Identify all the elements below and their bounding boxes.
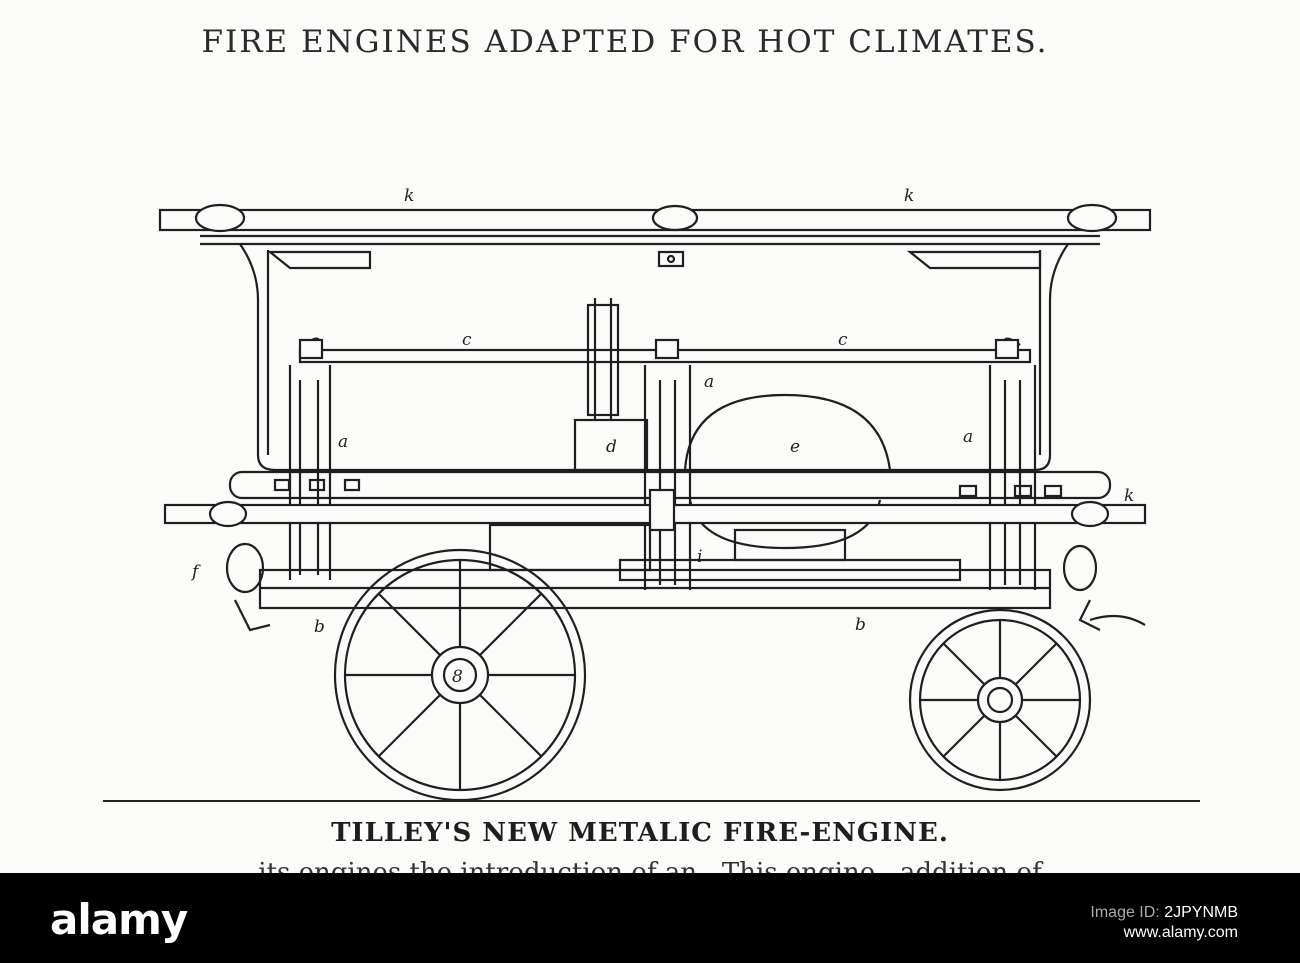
image-id-label: Image ID: <box>1090 904 1160 921</box>
label-k-lower: k <box>1124 486 1134 506</box>
label-k-right: k <box>904 186 914 206</box>
label-a-center: a <box>704 372 714 392</box>
label-b-left: b <box>314 617 325 637</box>
cropped-body-text: its engines the introduction of an . Thi… <box>0 860 1300 873</box>
watermark-banner: alamy Image ID: 2JPYNMB www.alamy.com <box>0 873 1300 963</box>
label-k-left: k <box>404 186 414 206</box>
label-b-right: b <box>855 615 866 635</box>
label-wheel-number: 8 <box>452 667 463 687</box>
brand-logo[interactable]: alamy <box>50 895 188 944</box>
label-c-left: c <box>462 330 472 350</box>
figure-caption: TILLEY'S NEW METALIC FIRE-ENGINE. <box>331 818 949 848</box>
fire-engine-illustration: k k k c c a a a d e f b b i 8 <box>158 186 1152 802</box>
document-page: FIRE ENGINES ADAPTED FOR HOT CLIMATES. <box>0 24 1300 873</box>
label-a-left: a <box>338 432 348 452</box>
label-c-right: c <box>838 330 848 350</box>
image-meta: Image ID: 2JPYNMB www.alamy.com <box>1090 903 1238 943</box>
page-title: FIRE ENGINES ADAPTED FOR HOT CLIMATES. <box>201 24 1049 60</box>
site-url[interactable]: www.alamy.com <box>1123 924 1238 941</box>
label-f: f <box>190 562 201 582</box>
label-i: i <box>697 547 702 567</box>
label-a-right: a <box>963 427 973 447</box>
label-d: d <box>606 437 617 457</box>
image-id: 2JPYNMB <box>1164 904 1238 921</box>
ground-line <box>103 800 1200 802</box>
label-e: e <box>790 437 800 457</box>
